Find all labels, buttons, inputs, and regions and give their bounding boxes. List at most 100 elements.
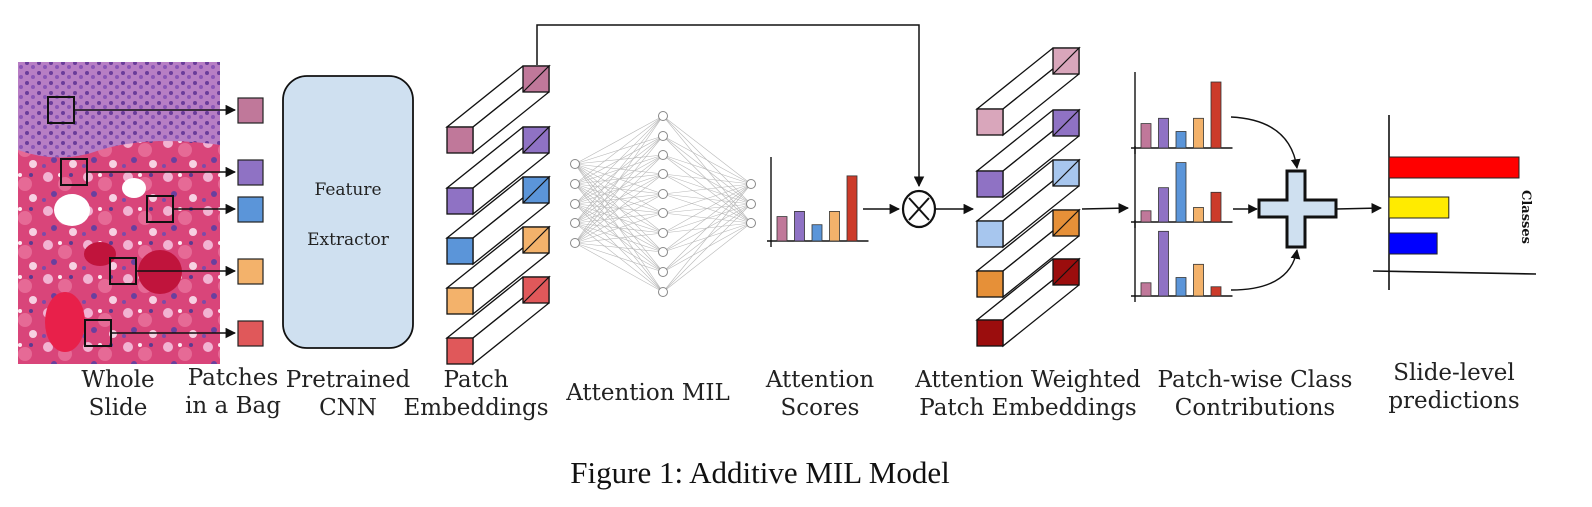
weighted-embedding-4 bbox=[975, 208, 1081, 299]
embedding-5-back-diagonal bbox=[522, 276, 550, 304]
weighted-embedding-1 bbox=[975, 46, 1081, 137]
contribution-chart-1-bar-2 bbox=[1158, 117, 1169, 149]
network-node-2-6 bbox=[658, 208, 668, 218]
network-edge bbox=[574, 154, 664, 165]
contribution-chart-2-bar-4 bbox=[1193, 207, 1204, 223]
label-cnn-2: CNN bbox=[319, 395, 377, 421]
contribution-chart-2 bbox=[1131, 146, 1233, 228]
network-edge bbox=[662, 135, 752, 205]
embedding-3-front bbox=[446, 237, 474, 265]
label-cnn-1: Pretrained bbox=[286, 367, 411, 393]
contribution-chart-2-bar-1 bbox=[1140, 210, 1152, 223]
attention-scores-chart bbox=[767, 157, 869, 247]
network-edge bbox=[662, 115, 752, 185]
network-node-1-3 bbox=[570, 199, 580, 209]
network-node-1-4 bbox=[570, 218, 580, 228]
network-node-2-8 bbox=[658, 247, 668, 257]
attention-weighted-embeddings bbox=[975, 46, 1081, 348]
patch-5 bbox=[237, 320, 264, 347]
network-edge bbox=[574, 135, 664, 205]
weighted-embedding-2-front bbox=[976, 170, 1004, 198]
embedding-2-back-diagonal bbox=[522, 126, 550, 154]
contribution-chart-3-bar-2 bbox=[1158, 230, 1169, 297]
contribution-arrow-3 bbox=[1230, 249, 1301, 291]
weighted-embedding-5-back-diagonal bbox=[1052, 258, 1080, 286]
network-edge bbox=[574, 212, 664, 244]
prediction-x-axis bbox=[1372, 270, 1537, 275]
network-edge bbox=[662, 203, 752, 234]
embedding-3-back-diagonal bbox=[522, 176, 550, 204]
contribution-chart-1 bbox=[1131, 72, 1233, 154]
label-contributions-2: Contributions bbox=[1175, 395, 1335, 421]
multiply-operator bbox=[901, 189, 937, 229]
weighted-embedding-2-back-diagonal bbox=[1052, 109, 1080, 137]
contribution-chart-2-bar-2 bbox=[1158, 187, 1169, 223]
network-edge bbox=[574, 115, 664, 185]
embedding-5-front bbox=[446, 337, 474, 365]
network-node-2-9 bbox=[658, 267, 668, 277]
patch-4 bbox=[237, 258, 264, 285]
label-whole-slide-1: Whole bbox=[81, 367, 154, 393]
weighted-to-contributions-arrow bbox=[1081, 202, 1130, 214]
network-edge bbox=[662, 222, 752, 293]
attention-mil-network bbox=[570, 111, 756, 297]
network-edge bbox=[574, 203, 664, 293]
network-node-3-2 bbox=[746, 199, 756, 209]
label-patches-1: Patches bbox=[188, 365, 279, 391]
network-node-2-5 bbox=[658, 189, 668, 199]
weighted-embedding-3 bbox=[975, 158, 1081, 249]
attention-score-bar-2 bbox=[794, 210, 805, 242]
label-attention-scores-2: Scores bbox=[781, 395, 860, 421]
network-edge bbox=[662, 173, 752, 185]
patch-2 bbox=[237, 159, 264, 186]
classes-axis-label: Classes bbox=[1518, 190, 1533, 244]
prediction-bar-3 bbox=[1388, 232, 1438, 255]
network-edge bbox=[574, 232, 664, 244]
weighted-embedding-2 bbox=[975, 108, 1081, 199]
network-edge bbox=[574, 163, 664, 214]
patch-selection-boxes bbox=[47, 96, 237, 347]
weighted-embedding-1-back-diagonal bbox=[1052, 47, 1080, 75]
weighted-embedding-3-front bbox=[976, 220, 1004, 248]
sum-to-predictions-arrow bbox=[1335, 202, 1383, 214]
network-node-2-4 bbox=[658, 169, 668, 179]
embedding-4 bbox=[445, 225, 551, 316]
prediction-bar-1 bbox=[1388, 156, 1520, 179]
label-embeddings-2: Embeddings bbox=[403, 395, 548, 421]
embedding-4-front bbox=[446, 287, 474, 315]
stage-labels: Whole Slide Patches in a Bag Pretrained … bbox=[81, 360, 1519, 421]
contribution-chart-1-bar-1 bbox=[1140, 123, 1152, 149]
skip-connection-arrow bbox=[536, 24, 925, 188]
network-edge bbox=[574, 163, 664, 253]
network-node-2-10 bbox=[658, 287, 668, 297]
network-edge bbox=[662, 222, 752, 273]
network-edge bbox=[574, 115, 664, 244]
attention-score-bar-4 bbox=[829, 210, 840, 242]
network-edge bbox=[574, 173, 664, 224]
contribution-chart-3-bar-1 bbox=[1140, 282, 1152, 297]
weighted-embedding-1-front bbox=[976, 108, 1004, 136]
network-edge bbox=[662, 183, 752, 253]
feature-extractor-label-2: Extractor bbox=[307, 230, 390, 250]
label-contributions-1: Patch-wise Class bbox=[1158, 367, 1353, 393]
contribution-chart-2-bar-5 bbox=[1210, 191, 1222, 223]
network-edge bbox=[662, 193, 752, 205]
contribution-chart-3 bbox=[1131, 220, 1233, 302]
network-edge bbox=[662, 183, 752, 293]
embedding-5 bbox=[445, 275, 551, 366]
network-edge bbox=[574, 115, 664, 224]
embedding-3 bbox=[445, 175, 551, 266]
patch-embeddings bbox=[445, 64, 551, 366]
network-edge bbox=[574, 135, 664, 244]
network-edge bbox=[574, 193, 664, 244]
label-predictions-2: predictions bbox=[1388, 388, 1519, 414]
embedding-2 bbox=[445, 125, 551, 216]
weighted-embedding-4-front bbox=[976, 270, 1004, 298]
label-predictions-1: Slide-level bbox=[1393, 360, 1515, 386]
network-node-3-3 bbox=[746, 218, 756, 228]
contribution-chart-3-bar-4 bbox=[1193, 263, 1204, 297]
label-attention-mil: Attention MIL bbox=[565, 380, 730, 406]
network-edge bbox=[662, 183, 752, 214]
network-edge bbox=[662, 154, 752, 185]
embedding-1 bbox=[445, 64, 551, 155]
